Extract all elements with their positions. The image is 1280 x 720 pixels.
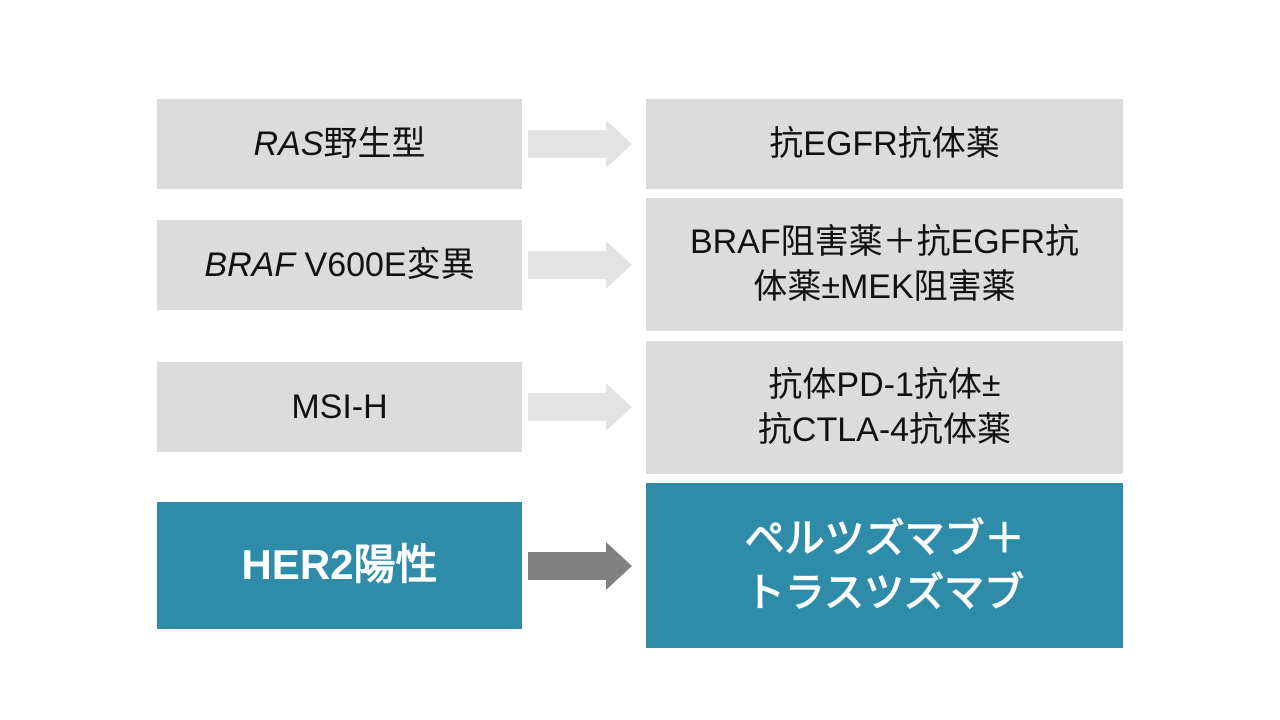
condition-box-ras: RAS野生型 <box>157 99 522 189</box>
condition-box-her2: HER2陽性 <box>157 502 522 629</box>
condition-text: V600E変異 <box>295 245 475 284</box>
condition-label: BRAF V600E変異 <box>204 243 474 287</box>
treatment-box-msi: 抗体PD-1抗体± 抗CTLA-4抗体薬 <box>646 341 1123 474</box>
condition-label: HER2陽性 <box>241 537 437 594</box>
arrow-right-icon <box>528 383 632 431</box>
treatment-label: 抗体PD-1抗体± 抗CTLA-4抗体薬 <box>757 366 1012 449</box>
treatment-label: ペルツズマブ＋ トラスツズマブ <box>744 516 1025 615</box>
condition-text: MSI-H <box>291 387 388 426</box>
condition-box-braf: BRAF V600E変異 <box>157 220 522 310</box>
gene-name: BRAF <box>204 245 296 284</box>
treatment-label: 抗EGFR抗体薬 <box>769 124 1000 163</box>
treatment-box-her2: ペルツズマブ＋ トラスツズマブ <box>646 483 1123 648</box>
condition-label: MSI-H <box>291 385 387 429</box>
arrow-right-icon <box>528 241 632 289</box>
arrow-right-icon <box>528 120 632 168</box>
treatment-label: BRAF阻害薬＋抗EGFR抗 体薬±MEK阻害薬 <box>689 223 1080 306</box>
treatment-box-braf: BRAF阻害薬＋抗EGFR抗 体薬±MEK阻害薬 <box>646 198 1123 331</box>
condition-text: HER2陽性 <box>241 541 438 589</box>
condition-label: RAS野生型 <box>254 122 426 166</box>
condition-box-msi: MSI-H <box>157 362 522 452</box>
arrow-right-icon <box>528 542 632 590</box>
gene-name: RAS <box>253 124 324 163</box>
condition-text: 野生型 <box>323 124 426 163</box>
treatment-box-ras: 抗EGFR抗体薬 <box>646 99 1123 189</box>
